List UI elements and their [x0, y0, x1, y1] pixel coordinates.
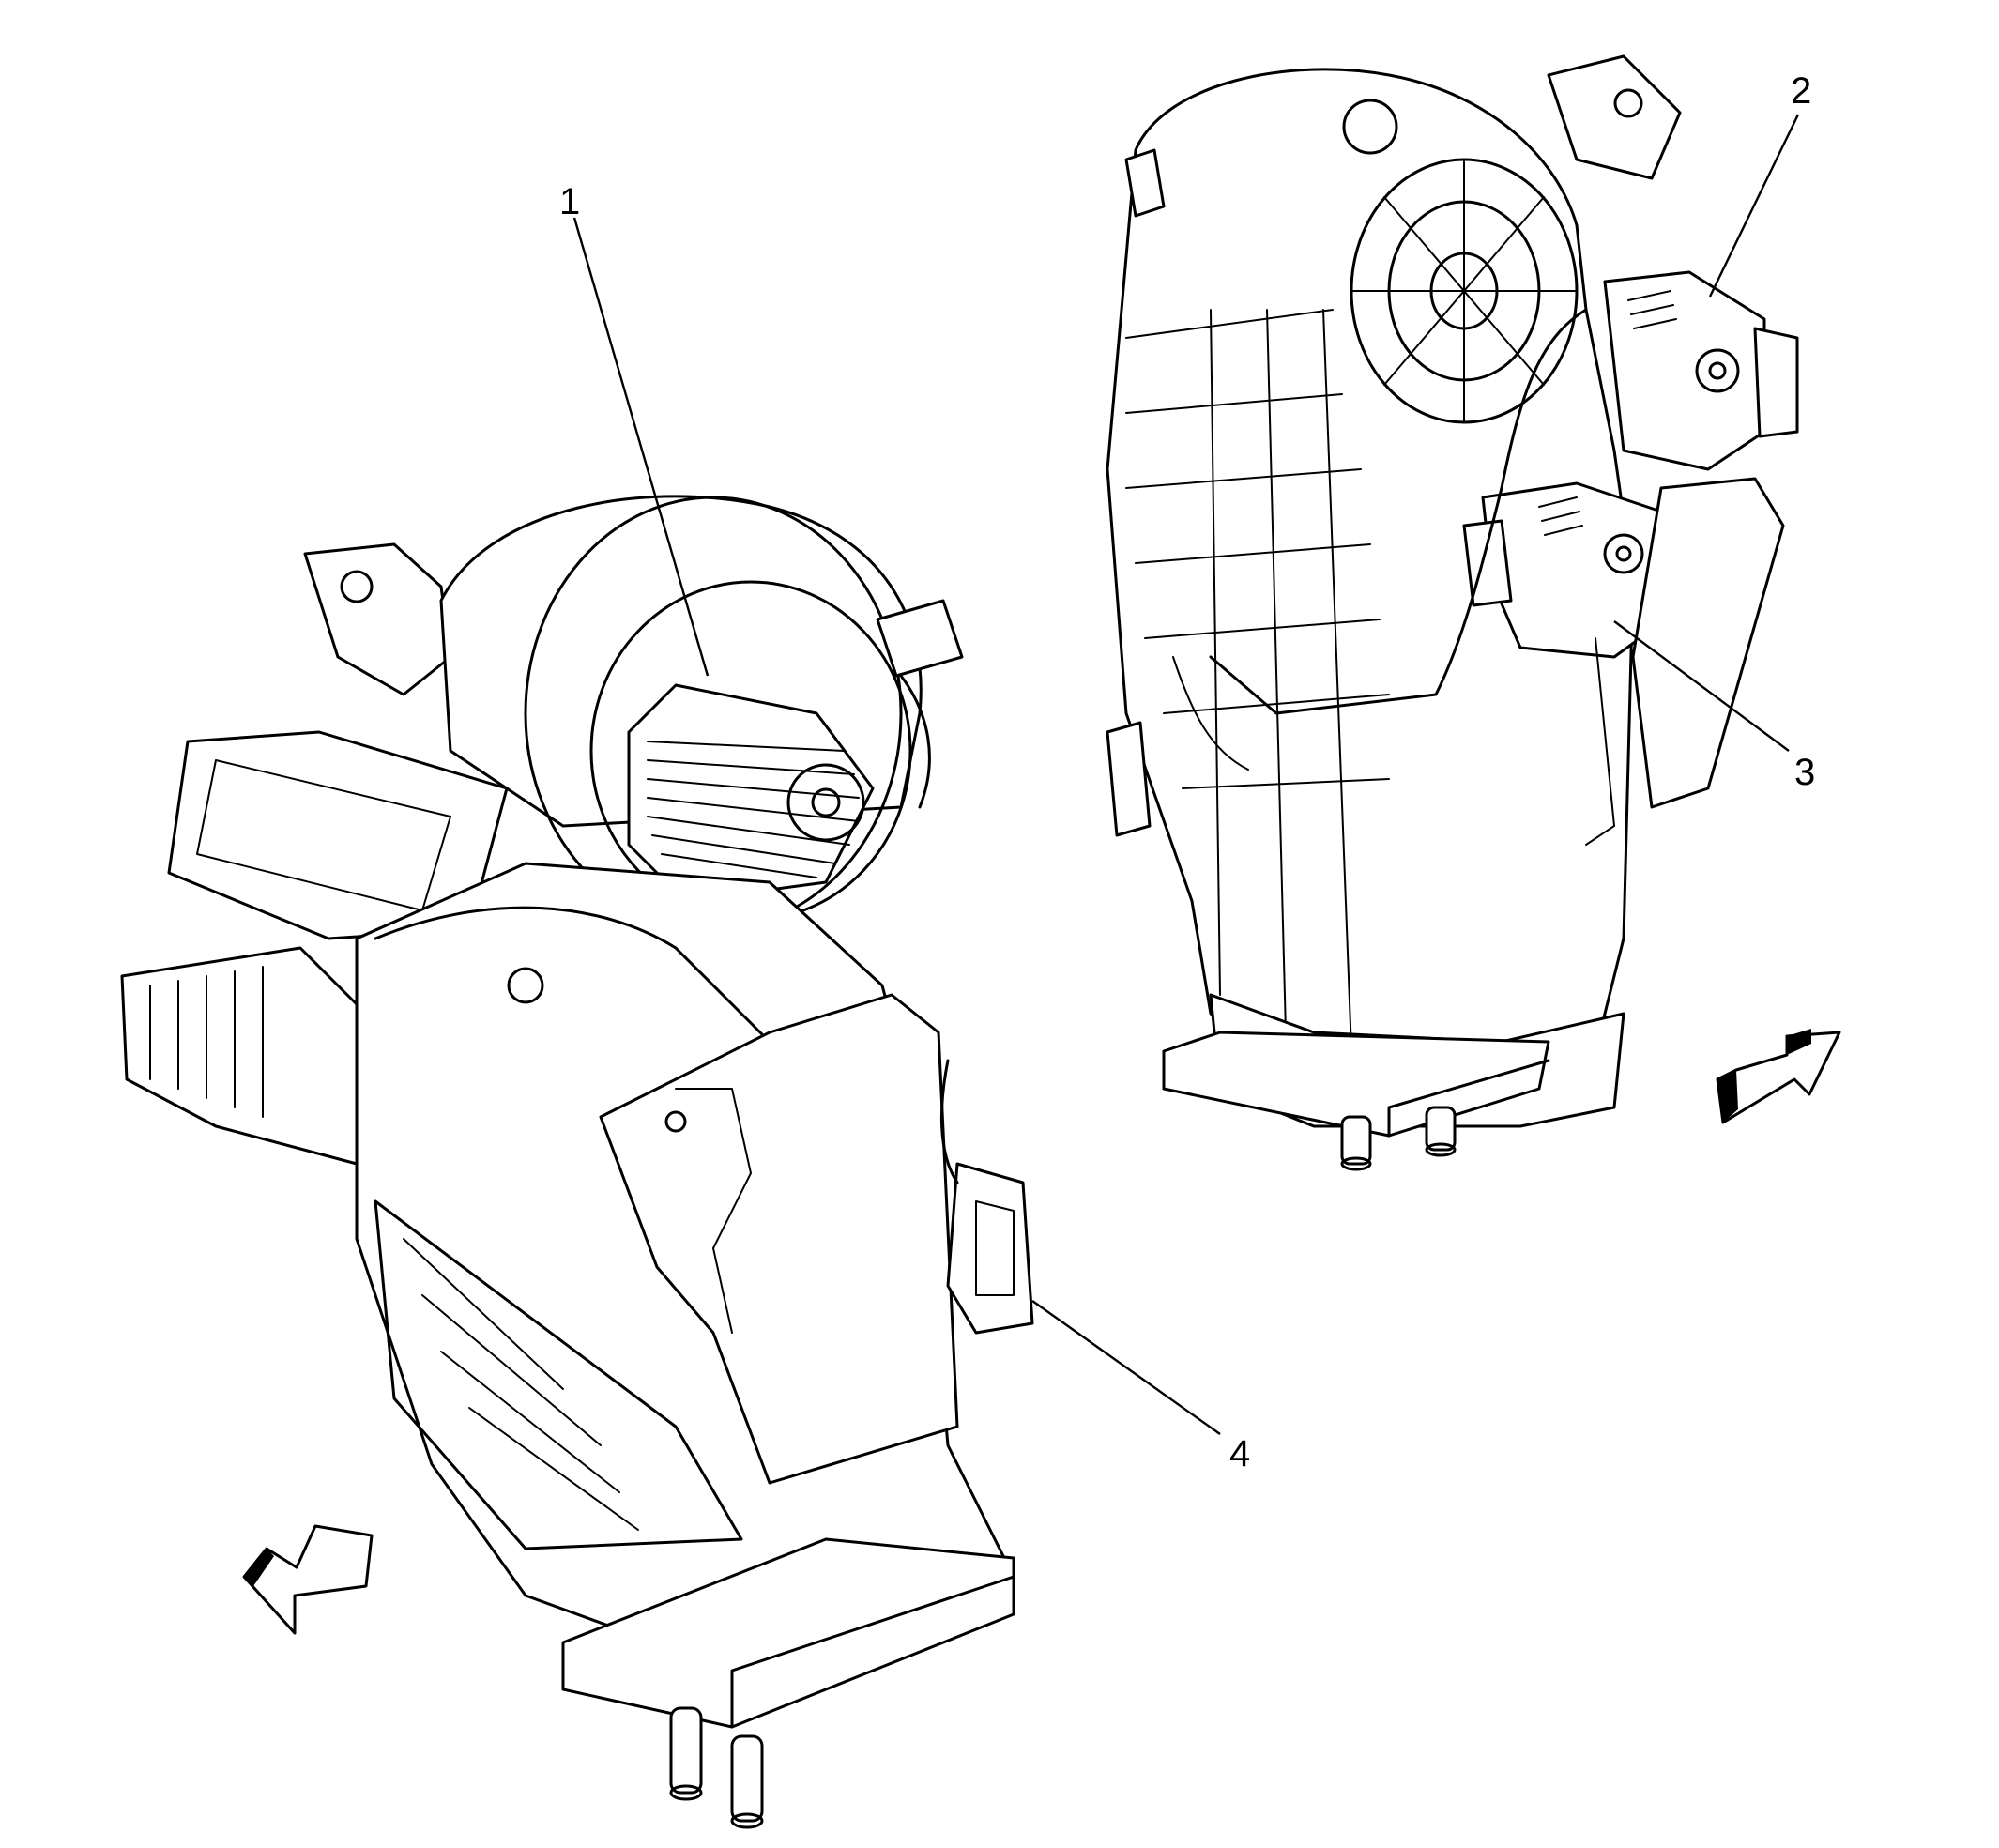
heater-pipes-left	[669, 1706, 764, 1829]
callout-label-4: 4	[1229, 1433, 1250, 1474]
direction-arrow-icon	[242, 1524, 374, 1635]
fan-grille	[1342, 99, 1579, 424]
callout-label-2: 2	[1791, 70, 1811, 112]
housing-ribs	[1125, 309, 1390, 1052]
callouts: 1 2 3 4	[559, 70, 1815, 1474]
callout-label-3: 3	[1794, 752, 1815, 793]
callout-3: 3	[1613, 620, 1815, 793]
callout-2: 2	[1708, 70, 1811, 298]
actuator-2	[1603, 270, 1799, 471]
blower-motor	[627, 599, 964, 903]
left-hvac-assembly	[120, 495, 1034, 1829]
direction-arrow-icon	[1716, 1029, 1841, 1124]
actuator-4	[939, 1059, 1034, 1335]
callout-1: 1	[559, 181, 710, 677]
callout-label-1: 1	[559, 181, 580, 222]
heater-pipes-right	[1340, 1106, 1457, 1171]
right-hvac-assembly	[1106, 54, 1799, 1171]
callout-4: 4	[1031, 1300, 1250, 1474]
